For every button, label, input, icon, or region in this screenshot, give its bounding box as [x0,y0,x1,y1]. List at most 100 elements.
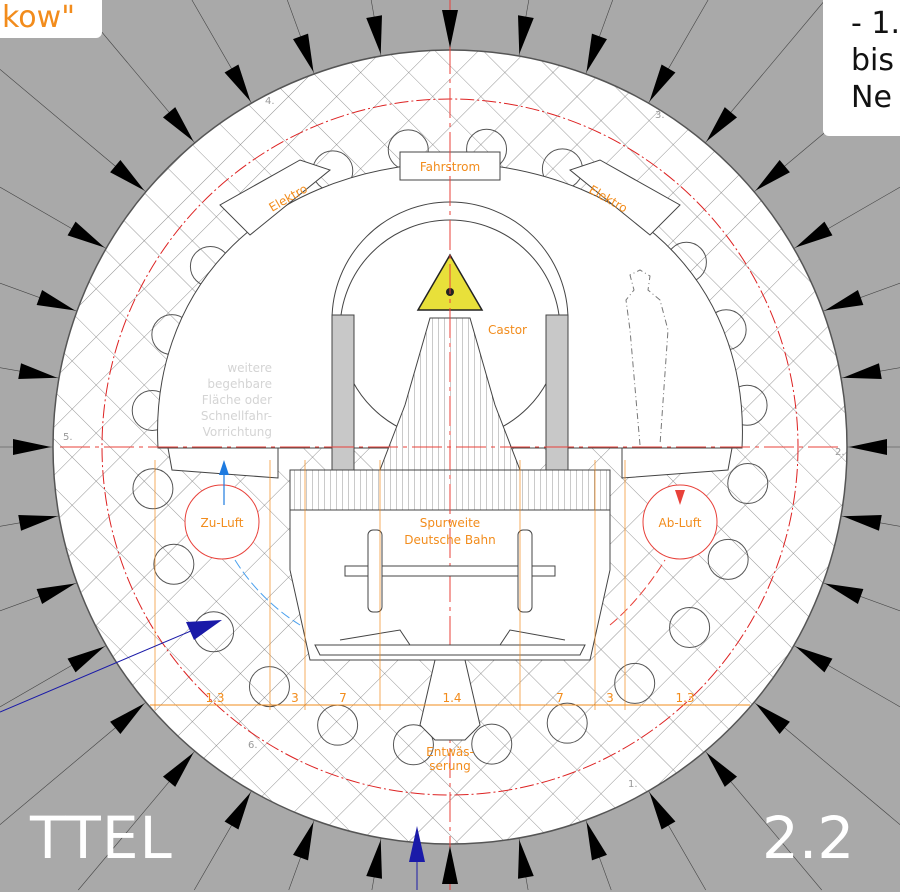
segment-number: 1. [628,779,638,790]
dimension-label: 3 [291,691,299,705]
pressure-arrow-icon [586,33,607,73]
dimension-label: 1.4 [442,691,461,705]
segment-tooth [707,538,749,580]
pressure-arrow-icon [162,107,194,142]
wheel-right [517,529,533,613]
pressure-arrow-icon [366,839,382,879]
pressure-arrow-icon [442,846,458,884]
pressure-arrow-icon [649,792,676,830]
ab-luft-label: Ab-Luft [659,516,702,530]
axle [344,565,556,577]
pressure-arrow-icon [442,10,458,48]
pressure-arrow-icon [366,15,382,55]
segment-tooth [392,724,434,766]
segment-number: 2. [835,447,845,458]
bogie-frame [314,629,586,656]
pressure-arrow-icon [755,159,790,191]
dimension-label: 7 [556,691,564,705]
side-note: weitere begehbare Fläche oder Schnellfah… [201,361,272,439]
dimension-label: 1.3 [205,691,224,705]
spurweite-label: Deutsche Bahn [404,533,495,547]
pressure-arrow-icon [18,363,58,379]
segment-tooth [669,607,711,649]
entwaesserung-label: Entwäs- [426,745,474,759]
pressure-arrow-icon [36,583,76,604]
force-vector [0,624,206,713]
pressure-arrow-icon [842,515,882,531]
segment-tooth [614,662,656,704]
pressure-arrow-icon [224,64,251,102]
pressure-arrow-icon [67,646,105,673]
airflow-out-arrowhead-icon [675,490,685,505]
drainage-channel [419,659,481,741]
segment-number: 5. [63,432,73,443]
pressure-arrow-icon [518,839,534,879]
pressure-arrow-icon [13,439,51,455]
segment-tooth [727,463,769,505]
dimension-label: 3 [606,691,614,705]
side-note-line: begehbare [207,377,272,391]
pressure-arrow-icon [824,583,864,604]
note-line: bis [851,43,895,78]
dimension-labels: 1.3 3 7 1.4 7 3 1.3 [154,460,695,710]
segment-numbers: 1. 2. 3. 4. 5. 6. [63,96,845,790]
pressure-arrow-icon [755,703,790,735]
castor-label: Castor [488,323,527,337]
footer-left-label: TTEL [30,804,173,872]
side-note-line: weitere [227,361,272,375]
note-line: - 1. [851,6,900,41]
segment-tooth [471,723,513,765]
dimension-label: 7 [339,691,347,705]
pressure-arrow-icon [36,290,76,311]
wheel-left [367,529,383,613]
person-silhouette-icon [625,269,669,446]
pressure-arrow-icon [224,792,251,830]
side-note-line: Fläche oder [202,393,272,407]
segment-number: 3. [655,110,665,121]
pressure-arrow-icon [293,821,314,861]
pressure-arrows [13,10,887,884]
side-note-line: Vorrichtung [203,425,272,439]
zu-luft-label: Zu-Luft [201,516,244,530]
segment-tooth [132,468,174,510]
segment-tooth [546,702,588,744]
elektro-right-duct [568,159,681,236]
pressure-arrow-icon [795,646,833,673]
zu-luft-duct [184,484,260,560]
pressure-arrow-icon [162,752,194,787]
footer-version-label: 2.2 [762,804,855,872]
pressure-arrow-icon [293,33,314,73]
airflow-out-path [609,559,666,626]
side-note-line: Schnellfahr- [201,409,272,423]
ab-luft-duct [642,484,718,560]
elektro-left-duct [219,159,332,236]
pressure-arrow-icon [649,64,676,102]
pressure-arrow-icon [518,15,534,55]
title-fragment: kow" [0,0,102,38]
pressure-arrow-icon [18,515,58,531]
force-vector-bottom-arrowhead-icon [409,826,425,862]
airflow-in-path [234,559,301,626]
pressure-arrow-icon [110,159,145,191]
pressure-arrow-icon [586,821,607,861]
entwaesserung-label: serung [429,759,470,773]
walkway-right [621,447,733,479]
pressure-arrow-icon [795,221,833,248]
pressure-arrow-icon [824,290,864,311]
spurweite-label: Spurweite [420,516,480,530]
pressure-arrow-icon [706,752,738,787]
segment-number: 6. [248,740,258,751]
pressure-arrow-icon [706,107,738,142]
segment-tooth [248,666,290,708]
force-vector-arrowhead-icon [186,620,222,640]
pressure-arrow-icon [842,363,882,379]
pressure-arrow-icon [849,439,887,455]
pressure-arrow-icon [110,703,145,735]
airflow-in-arrowhead-icon [219,460,229,475]
segment-number: 4. [265,96,275,107]
note-line: Ne [851,80,892,115]
pressure-arrow-icon [67,221,105,248]
dimension-label: 1.3 [675,691,694,705]
